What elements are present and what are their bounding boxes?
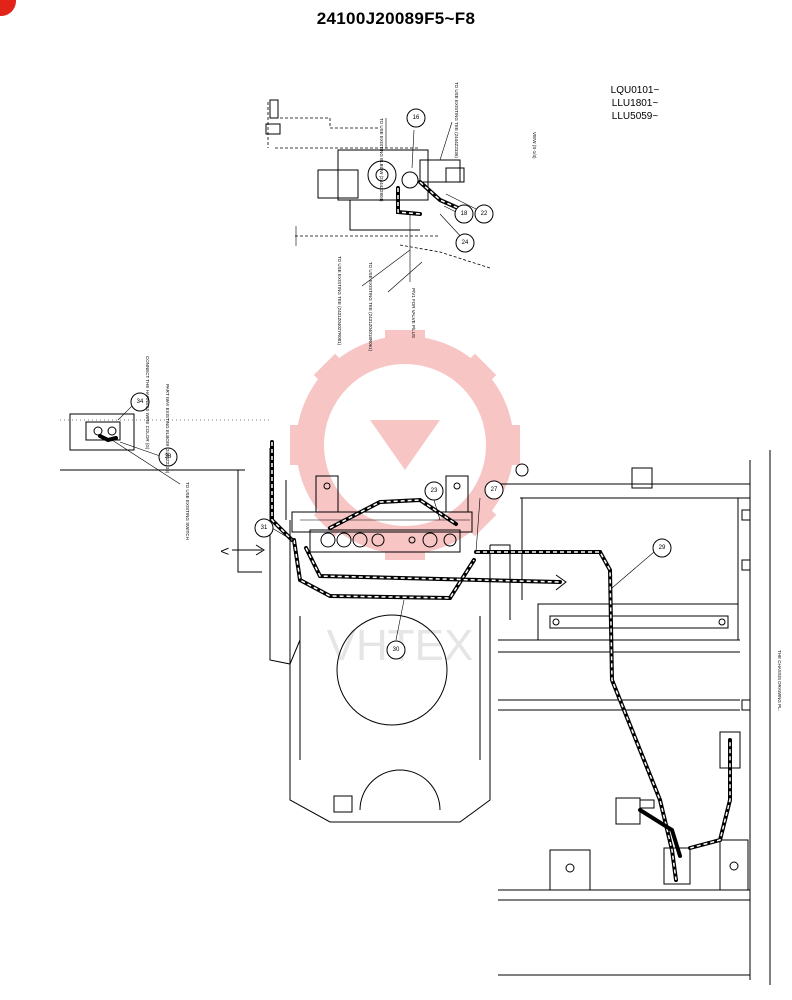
note-existing-elbow: TO USE EXISTING ELBOW (2444Z2804) [379,118,384,202]
svg-text:38: 38 [165,454,172,460]
svg-text:24: 24 [462,240,469,246]
note-existing-switch: TO USE EXISTING SWITCH [185,482,190,540]
callout-bubble: 34 [130,392,150,412]
svg-text:31: 31 [261,525,268,531]
serial-range: LLU5059~ [611,111,659,122]
note-existing-tee: TO USE EXISTING TEE (2431Z04027R081) [337,256,342,346]
note-existing-tee: TO USE EXISTING TEE (2444Z2336) [454,82,459,158]
svg-text:18: 18 [461,211,468,217]
svg-text:29: 29 [659,545,666,551]
watermark-gear-icon [290,330,520,560]
callout-bubble: 27 [484,480,504,500]
callout-bubble: 22 [474,204,494,224]
svg-text:V: V [218,548,230,556]
svg-text:34: 34 [137,399,144,405]
svg-text:27: 27 [491,487,498,493]
note-connect-harness: CONNECT THE HARNESS WIRE COLOR (G) [145,356,150,450]
page-title: 24100J20089F5~F8 [316,9,476,28]
note-for-valve: P/V1 FOR VALVE P/LUS [411,288,416,338]
hydraulic-hoses [270,440,741,885]
top-valve-detail [265,99,491,293]
svg-text:30: 30 [393,647,400,653]
callout-bubble: 16 [406,108,426,128]
callout-bubble: 38 [158,447,178,467]
callout-bubble: 18 [454,204,474,224]
callout-bubble: 24 [455,233,475,253]
callout-bubble: 31 [254,518,274,538]
view-arrow: V [218,544,265,556]
switch-detail [60,403,270,485]
serial-range: LQU0101~ [610,85,660,96]
callout-bubble: 30 [386,640,406,660]
main-frame [237,448,771,985]
serial-range-list: LQU0101~ LLU1801~ LLU5059~ [560,84,710,123]
note-chassis-drawing: THE CHASSIS DRAWING PL. [777,650,782,711]
callout-bubble: 29 [652,538,672,558]
svg-text:16: 16 [413,115,420,121]
note-existing-tee: TO USE EXISTING TEE (2431Z04018R061) [368,262,373,352]
svg-text:22: 22 [481,211,488,217]
callout-bubble: 23 [424,481,444,501]
view-label: VIEW (S-1/4) [532,132,537,159]
serial-range: LLU1801~ [611,98,659,109]
svg-text:23: 23 [431,488,438,494]
note-part-elbow: PART WAY EXISTING ELBOW (2444Z2336) [165,384,170,474]
